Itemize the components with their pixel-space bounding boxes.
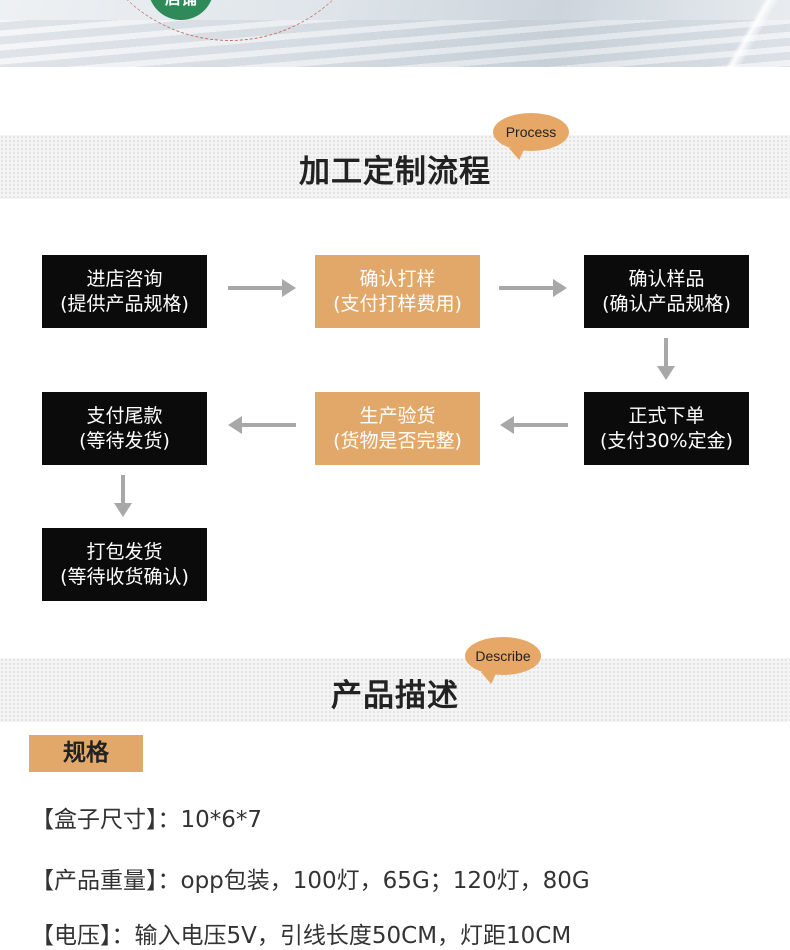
arrow-left-icon bbox=[500, 416, 568, 434]
describe-header-band bbox=[0, 658, 790, 722]
step-title: 支付尾款 bbox=[86, 404, 163, 427]
step-title: 生产验货 bbox=[359, 404, 436, 427]
banner-sail-decoration bbox=[720, 0, 790, 67]
bubble-tail bbox=[508, 148, 530, 160]
arrow-right-icon bbox=[499, 279, 567, 297]
describe-bubble: Describe bbox=[465, 637, 541, 684]
arrow-down-icon bbox=[114, 475, 132, 517]
step-confirm-sample: 确认样品 (确认产品规格) bbox=[584, 255, 749, 328]
spec-label: 规格 bbox=[29, 735, 143, 772]
describe-title: 产品描述 bbox=[331, 678, 459, 714]
describe-bubble-label: Describe bbox=[475, 648, 531, 664]
step-confirm-sampling: 确认打样 (支付打样费用) bbox=[315, 255, 480, 328]
banner-background bbox=[0, 20, 790, 67]
process-bubble: Process bbox=[493, 113, 569, 160]
step-place-order: 正式下单 (支付30%定金) bbox=[584, 392, 749, 465]
step-consult: 进店咨询 (提供产品规格) bbox=[42, 255, 207, 328]
process-title: 加工定制流程 bbox=[299, 154, 491, 190]
top-banner: 店铺 bbox=[0, 0, 790, 67]
step-note: (货物是否完整) bbox=[333, 429, 462, 452]
spec-box-size: 【盒子尺寸】：10*6*7 bbox=[31, 807, 263, 833]
step-title: 打包发货 bbox=[86, 540, 163, 563]
step-note: (支付打样费用) bbox=[333, 292, 462, 315]
step-pay-balance: 支付尾款 (等待发货) bbox=[42, 392, 207, 465]
arrow-left-icon bbox=[228, 416, 296, 434]
step-note: (提供产品规格) bbox=[60, 292, 189, 315]
process-header-band bbox=[0, 135, 790, 199]
step-pack-ship: 打包发货 (等待收货确认) bbox=[42, 528, 207, 601]
process-bubble-label: Process bbox=[505, 124, 557, 140]
banner-arc-decoration bbox=[80, 0, 380, 41]
step-note: (确认产品规格) bbox=[602, 292, 731, 315]
arrow-right-icon bbox=[228, 279, 296, 297]
spec-voltage: 【电压】：输入电压5V，引线长度50CM，灯距10CM bbox=[31, 923, 572, 949]
step-title: 确认打样 bbox=[359, 267, 436, 290]
spec-weight: 【产品重量】：opp包装，100灯，65G；120灯，80G bbox=[31, 868, 590, 894]
step-title: 进店咨询 bbox=[86, 267, 163, 290]
step-production-inspection: 生产验货 (货物是否完整) bbox=[315, 392, 480, 465]
step-note: (等待发货) bbox=[79, 429, 170, 452]
step-title: 确认样品 bbox=[628, 267, 705, 290]
shop-logo: 店铺 bbox=[148, 0, 214, 20]
bubble-tail bbox=[480, 672, 502, 684]
step-title: 正式下单 bbox=[628, 404, 705, 427]
step-note: (等待收货确认) bbox=[60, 565, 189, 588]
step-note: (支付30%定金) bbox=[599, 429, 734, 452]
arrow-down-icon bbox=[657, 338, 675, 380]
